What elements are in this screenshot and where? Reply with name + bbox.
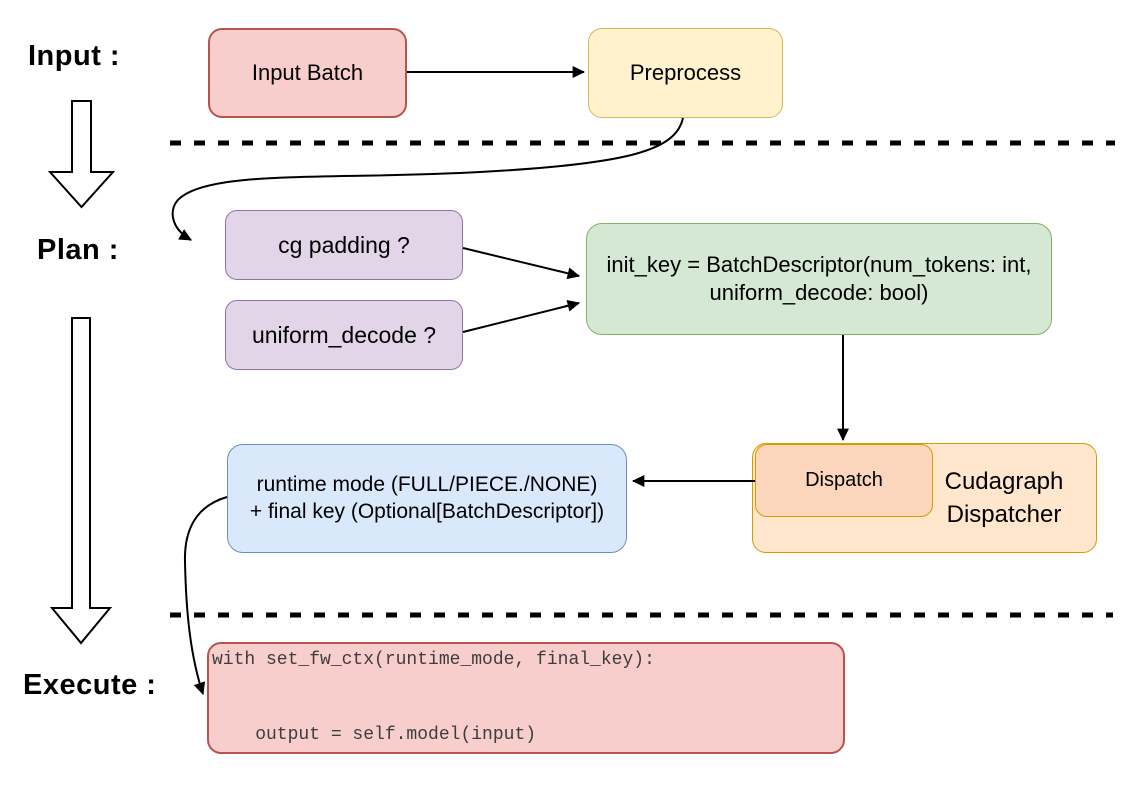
stage-label-input: Input :	[28, 40, 121, 72]
node-cudagraph-dispatcher-line1: Cudagraph	[944, 467, 1064, 495]
node-uniform-decode-label: uniform_decode ?	[251, 321, 437, 348]
node-init-key-line2: uniform_decode: bool)	[709, 280, 929, 305]
node-cg-padding-label: cg padding ?	[278, 231, 410, 258]
node-runtime-mode[interactable]: runtime mode (FULL/PIECE./NONE) + final …	[227, 444, 627, 553]
node-init-key-line1: init_key = BatchDescriptor(num_tokens: i…	[606, 251, 1032, 277]
node-dispatch[interactable]: Dispatch	[755, 444, 933, 517]
node-execute-code-line1: with set_fw_ctx(runtime_mode, final_key)…	[212, 650, 655, 671]
node-init-key[interactable]: init_key = BatchDescriptor(num_tokens: i…	[586, 223, 1052, 335]
node-execute-code-line2: output = self.model(input)	[212, 724, 537, 745]
hollow-arrow-plan-to-execute-icon	[49, 317, 113, 645]
node-input-batch[interactable]: Input Batch	[208, 28, 407, 118]
node-runtime-mode-line2: + final key (Optional[BatchDescriptor])	[249, 499, 605, 523]
node-dispatch-label: Dispatch	[805, 469, 883, 491]
arrow-cg-padding-to-init-key	[462, 247, 581, 280]
node-runtime-mode-line1: runtime mode (FULL/PIECE./NONE)	[256, 472, 598, 496]
node-cudagraph-dispatcher-line2: Dispatcher	[946, 501, 1062, 528]
stage-label-plan: Plan :	[37, 234, 119, 266]
node-input-batch-label: Input Batch	[251, 60, 364, 85]
node-cg-padding[interactable]: cg padding ?	[225, 210, 463, 280]
hollow-arrow-input-to-plan-icon	[47, 100, 116, 209]
arrow-uniform-decode-to-init-key	[462, 299, 581, 333]
node-uniform-decode[interactable]: uniform_decode ?	[225, 300, 463, 370]
node-preprocess[interactable]: Preprocess	[588, 28, 783, 118]
stage-label-execute: Execute :	[23, 669, 157, 701]
node-execute-code[interactable]: with set_fw_ctx(runtime_mode, final_key)…	[207, 642, 845, 754]
node-preprocess-label: Preprocess	[629, 60, 742, 85]
diagram-canvas: Input : Plan : Execute : Input Batch Pre…	[23, 28, 1115, 754]
